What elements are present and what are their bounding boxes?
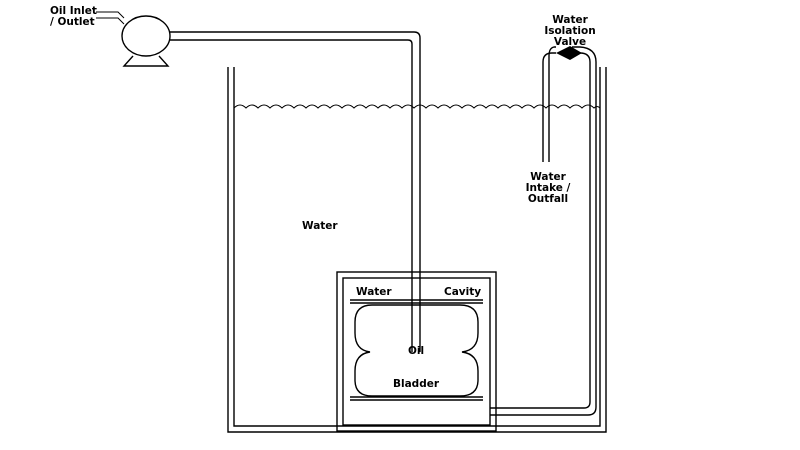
intake-pipe-inner — [548, 46, 556, 162]
bladder-oil-label: Oil — [408, 345, 424, 357]
valve-icon — [556, 46, 582, 60]
cavity-outer — [336, 271, 497, 432]
tank-water-label: Water — [302, 220, 338, 232]
water-pipe-outer — [490, 52, 591, 409]
valve-label-1: Water — [552, 14, 588, 26]
oil-inlet-line-top — [96, 11, 125, 19]
cavity-water-label: Water — [356, 286, 392, 298]
intake-label-3: Outfall — [528, 193, 568, 205]
oil-pipe-outer — [170, 31, 421, 352]
water-pipe-inner — [490, 46, 597, 416]
bladder-label: Bladder — [393, 378, 440, 390]
intake-label-1: Water — [530, 171, 566, 183]
oil-inlet-label-2: / Outlet — [50, 16, 95, 28]
water-surface — [233, 104, 601, 109]
cavity-label: Cavity — [444, 286, 481, 298]
intake-pipe-outer — [542, 52, 556, 162]
oil-inlet-label-1: Oil Inlet — [50, 5, 97, 17]
pump-icon — [121, 15, 171, 67]
cavity-inner — [342, 277, 491, 426]
tank-wall — [227, 67, 607, 433]
oil-inlet-line-bottom — [96, 17, 125, 25]
oil-pipe-inner — [170, 39, 413, 352]
valve-label-3: Valve — [554, 36, 586, 48]
intake-label-2: Intake / — [526, 182, 571, 194]
bladder — [354, 304, 479, 397]
tank-wall-inner — [233, 67, 601, 427]
valve-label-2: Isolation — [544, 25, 595, 37]
